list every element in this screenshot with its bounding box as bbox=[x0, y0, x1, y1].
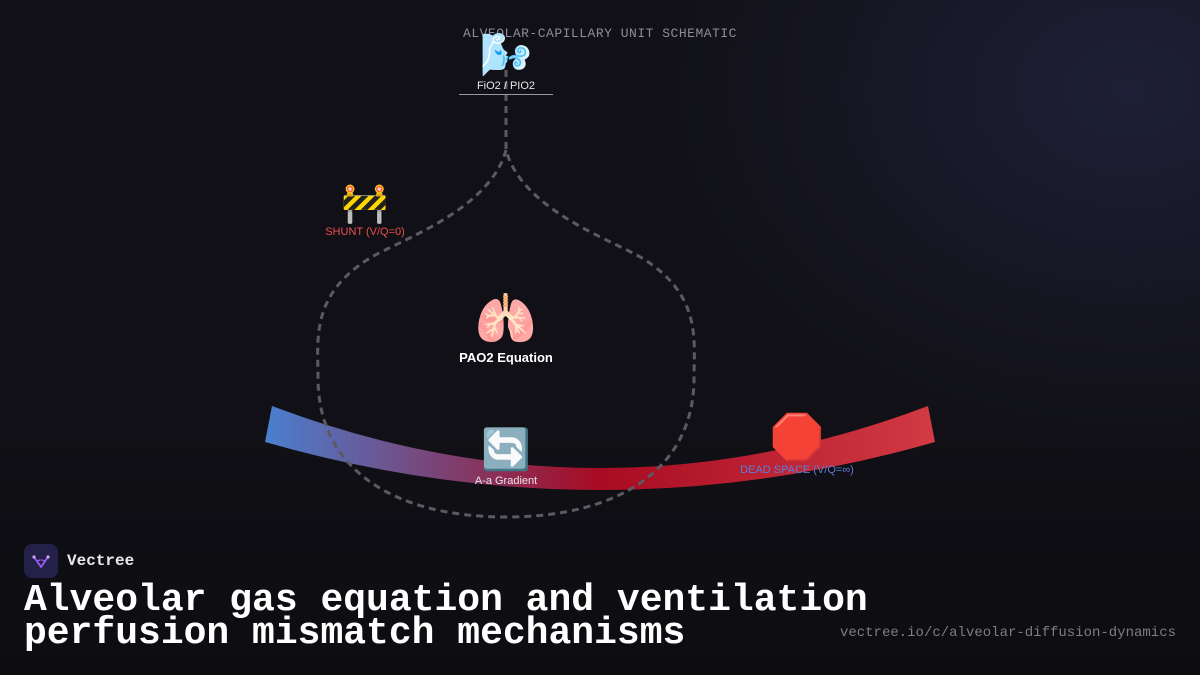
pao2-label: PAO2 Equation bbox=[459, 350, 553, 365]
node-fio2: 🌬️ FiO2 / PIO2 bbox=[459, 34, 553, 95]
alveolus-outline bbox=[316, 144, 696, 519]
node-aa-gradient: 🔄 A-a Gradient bbox=[475, 430, 537, 487]
dead-space-label: DEAD SPACE (V/Q=∞) bbox=[740, 464, 854, 476]
lungs-icon: 🫁 bbox=[474, 290, 538, 348]
node-shunt: 🚧 SHUNT (V/Q=0) bbox=[325, 184, 405, 238]
capillary-band bbox=[265, 406, 935, 490]
fio2-label: FiO2 / PIO2 bbox=[476, 80, 536, 92]
stop-sign-icon: 🛑 bbox=[769, 412, 825, 463]
fio2-underline bbox=[459, 94, 553, 95]
page-headline: Alveolar gas equation and ventilation pe… bbox=[24, 579, 868, 655]
construction-barrier-icon: 🚧 bbox=[341, 181, 389, 225]
refresh-arrows-icon: 🔄 bbox=[481, 427, 531, 473]
node-pao2: 🫁 PAO2 Equation bbox=[459, 294, 553, 365]
brand[interactable]: Vectree bbox=[24, 544, 134, 578]
node-dead-space: 🛑 DEAD SPACE (V/Q=∞) bbox=[740, 412, 854, 477]
aa-gradient-label: A-a Gradient bbox=[474, 475, 538, 487]
vectree-logo-icon bbox=[24, 544, 58, 578]
brand-name: Vectree bbox=[67, 552, 135, 570]
schematic-title: ALVEOLAR-CAPILLARY UNIT SCHEMATIC bbox=[463, 26, 737, 41]
shunt-label: SHUNT (V/Q=0) bbox=[325, 226, 405, 238]
source-url[interactable]: vectree.io/c/alveolar-diffusion-dynamics bbox=[839, 625, 1176, 641]
wind-face-icon: 🌬️ bbox=[479, 30, 533, 79]
